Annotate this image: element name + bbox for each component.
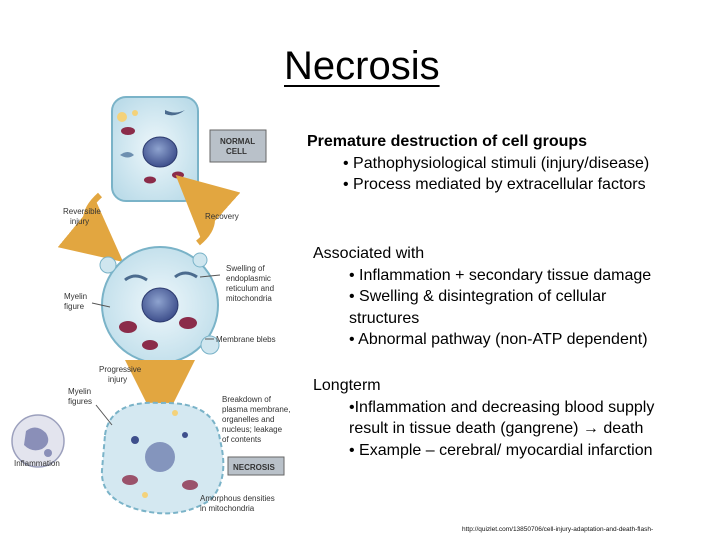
- breakdown-label-line2: plasma membrane,: [222, 405, 290, 414]
- progressive-injury-label-line1: Progressive: [99, 365, 142, 374]
- bullet-item: • Process mediated by extracellular fact…: [343, 176, 646, 193]
- myelin-figure-label-line1: Myelin: [64, 292, 87, 301]
- recovery-arrow: [175, 175, 241, 246]
- myelin-figure-label-line2: figure: [64, 302, 85, 311]
- cell-injury-figure: NORMAL CELL Reversible injury Recovery S…: [0, 95, 310, 540]
- section-associated-with: Associated with • Inflammation + seconda…: [313, 243, 713, 351]
- myelin-figures-label-line2: figures: [68, 397, 92, 406]
- bullet-item: • Pathophysiological stimuli (injury/dis…: [343, 154, 650, 172]
- bullet-item: • Abnormal pathway (non-ATP dependent): [349, 331, 648, 348]
- swelling-label-line4: mitochondria: [226, 294, 272, 303]
- section-heading: Premature destruction of cell groups: [307, 133, 588, 150]
- slide-title: Necrosis: [284, 44, 440, 88]
- reversible-injury-label-line2: injury: [70, 217, 89, 226]
- breakdown-label-line3: organelles and: [222, 415, 274, 424]
- section-longterm: Longterm •Inflammation and decreasing bl…: [313, 375, 713, 461]
- membrane-blebs-label: Membrane blebs: [216, 335, 276, 344]
- amorphous-label-line1: Amorphous densities: [200, 494, 275, 503]
- section-premature-destruction: Premature destruction of cell groups • P…: [307, 131, 649, 196]
- normal-cell-label-box: [209, 129, 267, 163]
- bullet-item-continuation: result in tissue death (gangrene) → deat…: [349, 420, 644, 437]
- swelling-label-line3: reticulum and: [226, 284, 274, 293]
- bullet-item: • Inflammation + secondary tissue damage: [349, 266, 652, 284]
- section-heading: Longterm: [313, 377, 381, 394]
- swelling-pointer: [199, 274, 221, 278]
- amorphous-label-line2: in mitochondria: [200, 504, 255, 513]
- recovery-label: Recovery: [205, 212, 239, 221]
- source-link[interactable]: http://quizlet.com/13850706/cell-injury-…: [462, 526, 654, 533]
- swelling-label-line1: Swelling of: [226, 264, 265, 273]
- reversible-injury-arrow: [57, 192, 124, 263]
- necrosis-label: NECROSIS: [233, 463, 275, 472]
- normal-cell-label-line2: CELL: [226, 147, 247, 156]
- necrotic-cell-illustration: [100, 401, 225, 515]
- bullet-item-continuation: structures: [349, 309, 420, 327]
- myelin-figure-pointer: [91, 302, 111, 308]
- section-heading: Associated with: [313, 245, 425, 262]
- injured-cell-illustration: [99, 246, 220, 364]
- breakdown-label-line4: nucleus; leakage: [222, 425, 283, 434]
- breakdown-label-line1: Breakdown of: [222, 395, 272, 404]
- myelin-figures-label-line1: Myelin: [68, 387, 91, 396]
- normal-cell-illustration: [111, 96, 199, 202]
- bullet-item: • Example – cerebral/ myocardial infarct…: [349, 441, 653, 459]
- inflammation-label: Inflammation: [14, 459, 60, 468]
- bullet-item: • Swelling & disintegration of cellular: [349, 288, 607, 305]
- swelling-label-line2: endoplasmic: [226, 274, 271, 283]
- breakdown-label-line5: of contents: [222, 435, 261, 444]
- inflammation-cell-illustration: [11, 414, 65, 468]
- progressive-injury-label-line2: injury: [108, 375, 127, 384]
- myelin-figures-pointer: [95, 404, 113, 426]
- reversible-injury-label-line1: Reversible: [63, 207, 101, 216]
- normal-cell-label-line1: NORMAL: [220, 137, 255, 146]
- necrosis-label-box: [227, 456, 285, 476]
- bullet-item: •Inflammation and decreasing blood suppl…: [349, 398, 655, 416]
